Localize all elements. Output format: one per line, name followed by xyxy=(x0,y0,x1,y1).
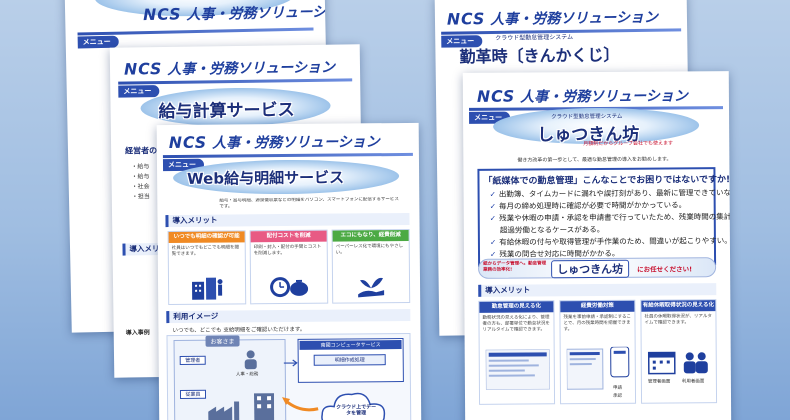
personnel-label: 人事・総務 xyxy=(235,372,259,378)
customer-label: お客さま xyxy=(205,335,240,347)
brand-logo: NCS 人事・労務ソリューション xyxy=(142,3,332,25)
merit-card-3: エコにもなり、経費削減 ペーパーレス化で環境にもやさしい。 xyxy=(331,228,411,304)
building-icon xyxy=(192,277,223,300)
merit-body-1: 社員はいつでもどこでも明細を閲覧できます。 xyxy=(171,245,240,258)
calendar-icon xyxy=(647,351,676,375)
sheet-subtitle: クラウド型勤怠管理システム xyxy=(495,33,574,42)
hand-sprout-icon xyxy=(358,277,385,298)
side-text-3: ・給与 xyxy=(131,173,150,181)
merit-card-1: いつでも明細の確認が可能 社員はいつでもどこでも明細を閲覧できます。 xyxy=(167,230,247,306)
nanto-service-label: 南國コンピュータサービス xyxy=(299,340,402,350)
cloud-label: クラウド上でデータを管理 xyxy=(336,404,377,417)
problem-item-3: ✓残業や休暇の申請・承認を申請書で行っていたため、残業時間の集計ミスや xyxy=(489,211,732,223)
employee-label: 従業員 xyxy=(179,389,207,399)
solution-right-text: にお任せください! xyxy=(637,265,693,274)
merit-heading: 導入メリ xyxy=(122,243,163,256)
merit-title-3: 有給休暇取得状況の見える化 xyxy=(641,300,716,312)
merit-title-3: エコにもなり、経費削減 xyxy=(332,229,409,242)
sheet-title: Web給与明細サービス xyxy=(187,168,345,188)
solution-brand: しゅつきん坊 xyxy=(551,259,630,279)
brochure-sheet-shukkinbou: NCS 人事・労務ソリューション メニュー クラウド型勤怠管理システム しゅつき… xyxy=(462,71,732,420)
merit-heading: 導入メリット xyxy=(478,283,717,297)
merit-title-2: 配付コストを削減 xyxy=(250,230,327,243)
people-icon xyxy=(683,352,708,374)
header-rule xyxy=(118,78,353,85)
usage-diagram: お客さま 管理者 従業員 人事・総務 南國コンピュータサービス 明細作成処理 ク… xyxy=(166,332,412,420)
sheet-note: 月額制だからグループ会社でも使えます xyxy=(583,140,673,148)
merit-card-3: 有給休暇取得状況の見える化 社員の休暇取得状況が、リアルタイムで確認できます。 … xyxy=(640,299,718,404)
header-rule xyxy=(77,27,314,36)
side-text-1: 経営者の xyxy=(125,146,158,156)
cloud-icon xyxy=(321,392,386,420)
problem-item-3-cont: 超過労働となるケースがある。 xyxy=(499,224,605,235)
problem-question: 「紙媒体での勤怠管理」こんなことでお困りではないですか!? xyxy=(483,175,732,187)
merit-body-3: 社員の休暇取得状況が、リアルタイムで確認できます。 xyxy=(644,314,712,326)
arrow-icon xyxy=(283,359,298,367)
side-text-5: ・担当 xyxy=(131,193,150,201)
problem-item-2: ✓毎月の締め処理時に確認が必要で時間がかかっている。 xyxy=(489,200,687,211)
statement-label: 明細作成処理 xyxy=(313,354,386,366)
merit-title-2: 経費労働対策 xyxy=(560,300,635,313)
brand-logo: NCS 人事・労務ソリューション xyxy=(476,86,688,106)
problem-box: 「紙媒体での勤怠管理」こんなことでお困りではないですか!? ✓出勤簿、タイムカー… xyxy=(477,167,731,267)
phone-screens-icon xyxy=(566,346,630,390)
menu-chip: メニュー xyxy=(77,35,119,49)
merit-card-2: 経費労働対策 残業を事前申請・承認制にすることで、月の残業時間を把握できます。 … xyxy=(559,299,637,405)
check-icon: ✓ xyxy=(489,201,497,211)
brand-logo: NCS 人事・労務ソリューション xyxy=(168,132,380,153)
merit-body-2: 印刷・封入・配付の手間とコストを削減します。 xyxy=(253,244,322,257)
side-text-4: ・社会 xyxy=(131,183,150,191)
usage-heading: 利用イメージ xyxy=(166,308,411,324)
solution-strip: 紙からデータ管理へ。勤怠管理業務の効率化! しゅつきん坊 にお任せください! xyxy=(478,257,717,279)
caption-approve: 承認 xyxy=(612,393,623,399)
lead-text: 給与・賞与明細、源泉徴収票などの明細をパソコン、スマートフォンに配信するサービス… xyxy=(219,197,399,210)
merit-title-1: いつでも明細の確認が可能 xyxy=(168,231,245,244)
person-icon xyxy=(244,350,257,370)
check-icon: ✓ xyxy=(489,189,496,199)
merit-card-2: 配付コストを削減 印刷・封入・配付の手間とコストを削減します。 xyxy=(249,229,329,305)
merit-title-1: 勤怠管理の見える化 xyxy=(479,301,554,313)
manager-label: 管理者 xyxy=(179,355,206,365)
sheet-title: 勤革時〔きんかくじ〕 xyxy=(459,45,620,67)
merit-card-1: 勤怠管理の見える化 勤務状況の見える化により、管理者の方も、部署単位で勤怠状況を… xyxy=(478,300,556,405)
usage-lead: いつでも、どこでも 支給明細をご確認いただけます。 xyxy=(172,326,306,335)
factory-icon xyxy=(208,401,240,420)
problem-item-1: ✓出勤簿、タイムカードに漏れや誤打刻があり、最新に管理できていない。 xyxy=(489,187,732,199)
check-icon: ✓ xyxy=(489,237,497,247)
sheet-title: 給与計算サービス xyxy=(158,100,295,123)
merit-body-3: ペーパーレス化で環境にもやさしい。 xyxy=(335,244,404,256)
merit-body-1: 勤務状況の見える化により、管理者の方も、部署単位で勤怠状況をリアルタイムで確認で… xyxy=(482,315,550,333)
check-icon: ✓ xyxy=(489,213,497,223)
case-heading: 導入事例 xyxy=(125,329,150,337)
caption-user-screen: 利用者画面 xyxy=(681,379,705,385)
menu-chip: メニュー xyxy=(118,85,160,98)
caption-apply: 申請 xyxy=(612,385,622,391)
side-text-2: ・給与 xyxy=(131,163,150,171)
solution-left-text: 紙からデータ管理へ。勤怠管理業務の効率化! xyxy=(483,261,547,273)
check-icon: ✓ xyxy=(489,249,497,259)
lead-text: 働き方改革の第一歩として、最適な勤怠管理の導入をお勧めします。 xyxy=(517,156,672,164)
clock-piggybank-icon xyxy=(270,277,309,298)
building-icon xyxy=(253,393,275,420)
curved-arrow-icon xyxy=(282,397,319,412)
screen-thumbnail-icon xyxy=(485,349,550,390)
problem-item-4: ✓有給休暇の付与や取得管理が手作業のため、間違いが起こりやすい。 xyxy=(489,236,732,247)
merit-body-2: 残業を事前申請・承認制にすることで、月の残業時間を把握できます。 xyxy=(563,314,632,333)
brand-logo: NCS 人事・労務ソリューション xyxy=(446,9,659,29)
caption-manager-screen: 管理者画面 xyxy=(647,379,671,385)
header-rule xyxy=(162,152,413,159)
brand-logo: NCS 人事・労務ソリューション xyxy=(123,59,336,79)
brochure-sheet-web-payslip: NCS 人事・労務ソリューション メニュー Web給与明細サービス 給与・賞与明… xyxy=(156,122,422,420)
merit-heading: 導入メリット xyxy=(165,212,410,228)
